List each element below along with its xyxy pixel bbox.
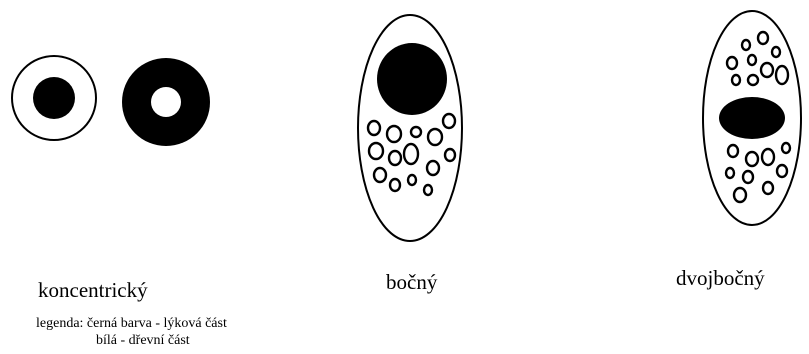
xylem-vessel [758, 32, 768, 44]
xylem-vessel [445, 149, 455, 161]
xylem-vessel [427, 161, 439, 175]
xylem-vessel [390, 179, 400, 191]
xylem-vessel [734, 188, 746, 202]
lateral-bundle [358, 15, 462, 241]
legend-line-xylem: bílá - dřevní část [96, 333, 190, 349]
xylem-vessel [746, 152, 758, 166]
label-concentric: koncentrický [38, 278, 148, 303]
xylem-vessel [428, 129, 442, 145]
phloem [719, 97, 785, 139]
xylem-vessel [368, 121, 380, 135]
label-lateral: bočný [386, 270, 437, 295]
xylem-vessel [748, 55, 756, 65]
xylem-vessel [743, 171, 753, 183]
xylem-vessel [763, 182, 773, 194]
xylem-vessel [728, 145, 738, 157]
phloem-core [33, 77, 75, 119]
xylem-vessel [727, 57, 737, 69]
xylem-vessel [782, 143, 790, 153]
xylem-vessel [777, 165, 787, 177]
xylem-vessel [776, 66, 788, 84]
bilateral-bundle [703, 11, 801, 225]
xylem-vessel [748, 75, 758, 85]
phloem [377, 43, 447, 115]
xylem-vessel [726, 168, 734, 178]
label-bilateral: dvojbočný [676, 266, 765, 291]
legend-line-phloem: legenda: černá barva - lýková část [36, 316, 227, 332]
xylem-vessel [404, 144, 418, 164]
xylem-vessel [742, 40, 750, 50]
xylem-core [151, 87, 181, 117]
xylem-vessel [424, 185, 432, 195]
concentric-bundle-xylem-center [122, 58, 210, 146]
xylem-vessel [408, 175, 416, 185]
xylem-vessel [772, 47, 780, 57]
xylem-vessel [387, 126, 401, 142]
xylem-vessel [732, 75, 740, 85]
xylem-vessel [374, 168, 386, 182]
xylem-vessel [369, 143, 383, 159]
xylem-vessel [389, 151, 401, 165]
xylem-vessel [443, 114, 455, 128]
concentric-bundle-phloem-center [12, 56, 96, 140]
xylem-vessel [762, 149, 774, 165]
xylem-vessel [411, 127, 421, 137]
xylem-vessel [761, 63, 773, 77]
